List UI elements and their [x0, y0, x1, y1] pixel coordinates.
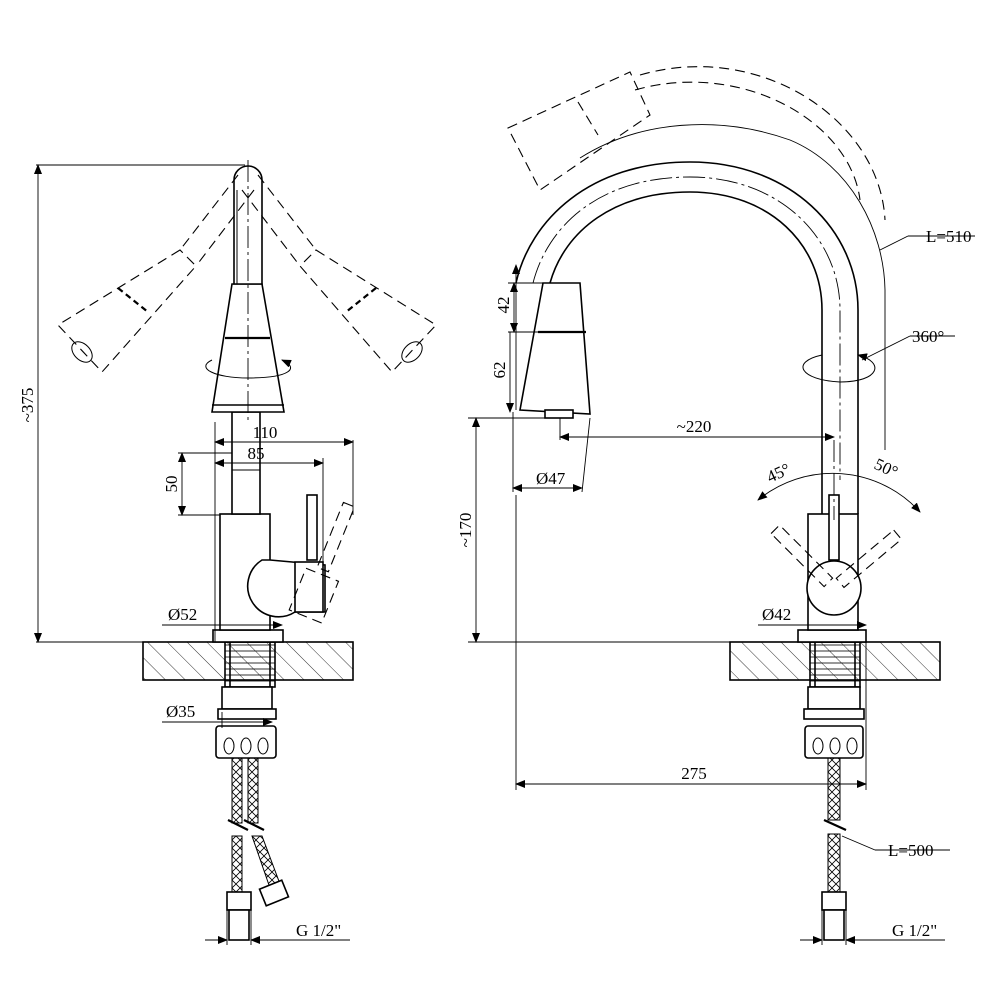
spout-inner: [549, 191, 823, 514]
hose-right: [247, 757, 259, 824]
rotation-arrow-side: [802, 353, 876, 383]
alt-spray-right: [241, 174, 437, 373]
lever-alt-left: [770, 524, 834, 588]
dim-height-42: 42: [494, 297, 513, 314]
alt-spray-pulled: [507, 71, 651, 191]
spout-neck: [233, 165, 263, 285]
fitting-side: [821, 891, 847, 911]
dim-height-375: ~375: [18, 388, 37, 423]
dim-height-62: 62: [490, 362, 509, 379]
dim-diameter-35: Ø35: [166, 702, 195, 721]
dim-hose-length-500: L=500: [888, 841, 933, 860]
dim-diameter-42: Ø42: [762, 605, 791, 624]
dim-hose-pull-510: L=510: [926, 227, 971, 246]
dim-height-170: ~170: [456, 513, 475, 548]
spout-outer: [515, 161, 859, 514]
hose-left: [231, 757, 243, 824]
fitting-right: [258, 879, 290, 907]
base-flange-side: [797, 629, 867, 643]
mounting-nut-side: [807, 686, 861, 710]
dim-diameter-52: Ø52: [168, 605, 197, 624]
alt-spray-left: [57, 174, 255, 373]
base-flange: [212, 629, 284, 643]
dim-reach-220: ~220: [677, 417, 712, 436]
connector-block: [215, 725, 277, 759]
lever-side: [828, 494, 840, 561]
dim-diameter-47: Ø47: [536, 469, 566, 488]
lever-angle-arc: [757, 472, 921, 513]
front-view: ~375 110 85 50 Ø52 Ø35 G 1/2": [18, 160, 437, 945]
lever-alt-right: [835, 529, 903, 589]
threaded-shank: [224, 641, 276, 688]
threaded-shank-side: [809, 641, 861, 688]
dim-rotation-360: 360°: [912, 327, 944, 346]
dim-thread-side: G 1/2": [892, 921, 937, 940]
dim-thread-front: G 1/2": [296, 921, 341, 940]
handle-lever-alt: [288, 501, 356, 624]
fitting-left: [226, 891, 252, 911]
dim-angle-45: 45°: [764, 459, 794, 486]
spray-head-side: [519, 282, 591, 415]
hose-side: [827, 757, 841, 821]
mounting-nut: [221, 686, 273, 710]
lever-knob: [806, 560, 862, 616]
side-view: 42 62 ~220 Ø47 ~170 45° 50° 360° L=510 Ø…: [456, 66, 975, 945]
dim-width-85: 85: [248, 444, 265, 463]
dim-angle-50: 50°: [871, 454, 901, 481]
handle-lever: [306, 494, 318, 561]
dim-height-50: 50: [162, 476, 181, 493]
dim-width-110: 110: [253, 423, 278, 442]
pull-out-arc: [634, 81, 861, 201]
dim-reach-275: 275: [681, 764, 707, 783]
